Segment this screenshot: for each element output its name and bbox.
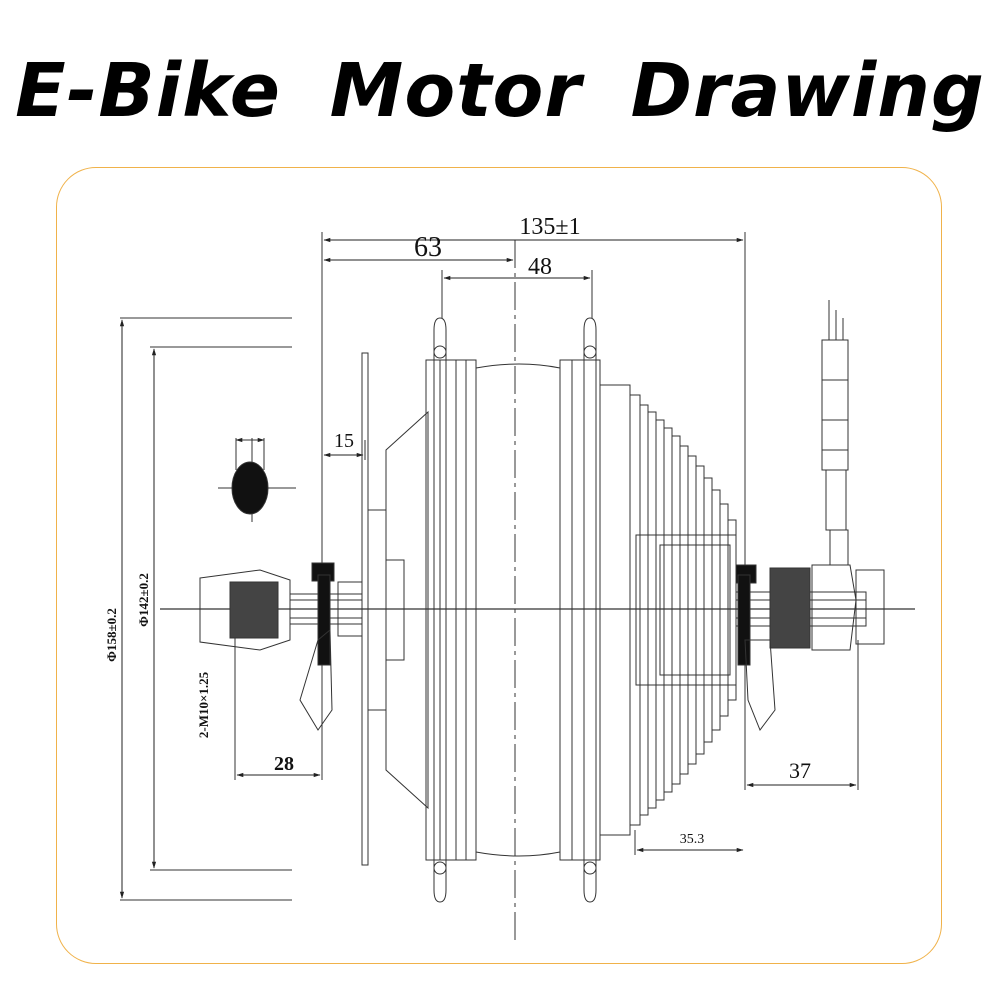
drawing-frame — [56, 167, 942, 964]
dimension-labels: 135±1 63 48 15 28 37 35.3 Φ158±0.2 Φ142±… — [104, 214, 811, 847]
dim-outer-diameter: Φ158±0.2 — [104, 608, 119, 662]
dim-flange-gap: 15 — [334, 430, 354, 452]
dim-center-hub: 48 — [528, 254, 552, 280]
dim-axle-left: 28 — [274, 753, 294, 775]
right-axle-assembly — [735, 300, 885, 732]
dim-thread: 2-M10×1.25 — [196, 671, 211, 738]
dimension-lines — [119, 237, 857, 899]
left-axle-assembly — [199, 562, 363, 731]
dim-axle-right: 37 — [789, 758, 811, 783]
page-title: E-Bike Motor Drawing — [15, 48, 985, 134]
cassette-cogs — [629, 394, 737, 826]
dim-inner-diameter: Φ142±0.2 — [136, 573, 151, 627]
hub-shell — [385, 317, 631, 903]
dim-cassette: 35.3 — [680, 832, 705, 847]
extension-lines — [120, 232, 859, 901]
dim-overall-width: 135±1 — [519, 214, 580, 240]
axle-cross-section — [218, 437, 296, 522]
dim-left-offset: 63 — [414, 232, 442, 263]
